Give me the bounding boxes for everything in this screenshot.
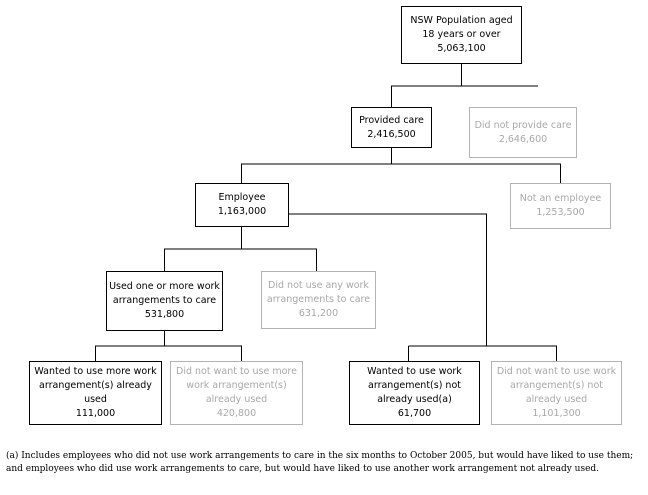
node-line: NSW Population aged [410,15,513,26]
node-value: 1,163,000 [217,206,267,217]
node-line: Wanted to use work [367,366,462,377]
node-line: Provided care [359,114,424,126]
node-did-not-want-arrangements-not-used: Did not want to use work arrangement(s) … [491,361,622,425]
node-value: 5,063,100 [437,43,486,54]
node-value: 1,253,500 [536,207,585,218]
node-line: arrangements to care [266,294,371,305]
node-line: Did not use any work [268,280,369,291]
node-line: Did not want to use more [176,366,297,377]
node-line: Did not provide care [474,119,572,131]
node-did-not-provide-care: Did not provide care 2,646,600 [469,107,577,158]
node-value: 531,800 [144,309,185,320]
node-line: 18 years or over [422,29,501,40]
node-did-not-want-more-arrangements: Did not want to use more work arrangemen… [170,361,303,425]
node-line: Wanted to use more work [34,366,157,377]
node-not-an-employee: Not an employee 1,253,500 [510,183,611,229]
node-line: Not an employee [519,193,602,204]
node-line: already used [205,394,268,405]
node-line: Used one or more work [109,281,220,292]
footnote: (a) Includes employees who did not use w… [6,451,634,474]
node-line: Employee [218,192,266,203]
node-used-work-arrangements: Used one or more work arrangements to ca… [106,271,223,331]
node-value: 420,800 [216,408,257,419]
node-line: arrangement(s) not [510,380,603,391]
node-did-not-use-work-arrangements: Did not use any work arrangements to car… [261,271,376,329]
node-value: 2,416,500 [367,128,416,140]
node-provided-care: Provided care 2,416,500 [351,107,432,148]
node-wanted-more-arrangements: Wanted to use more work arrangement(s) a… [29,361,162,425]
node-line: already used(a) [377,394,452,405]
node-line: used [84,394,107,405]
node-line: already used [525,394,588,405]
node-value: 2,646,600 [498,133,548,145]
node-value: 111,000 [75,408,116,419]
node-value: 61,700 [397,408,432,419]
node-employee: Employee 1,163,000 [195,183,289,227]
node-line: work arrangement(s) [186,380,287,391]
node-value: 631,200 [298,308,339,319]
node-population: NSW Population aged 18 years or over 5,0… [401,6,522,64]
node-value: 1,101,300 [532,408,581,419]
node-wanted-arrangements-not-used: Wanted to use work arrangement(s) not al… [349,361,480,425]
node-line: arrangement(s) not [368,380,461,391]
node-line: arrangements to care [112,295,217,306]
node-line: Did not want to use work [496,366,617,377]
node-line: arrangement(s) already [39,380,152,391]
